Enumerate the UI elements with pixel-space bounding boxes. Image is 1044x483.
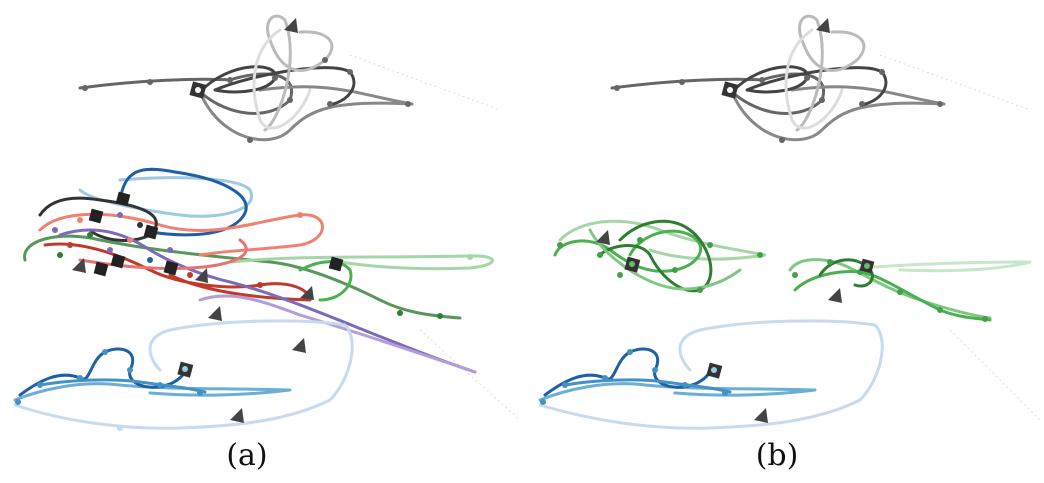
green-trajectory-group-2 [788, 258, 1032, 322]
ground-plane-edge [949, 329, 1041, 421]
trajectory-line [58, 228, 477, 374]
ground-plane-edge [879, 54, 1031, 111]
trajectory-line [784, 28, 844, 130]
end-triangle-marker [230, 408, 244, 423]
mixed-trajectory-cluster [23, 167, 494, 374]
end-triangle-marker [754, 408, 768, 423]
trajectory-line [13, 319, 354, 430]
panel-b-caption: (b) [755, 438, 799, 473]
trajectory-line [563, 378, 732, 394]
ground-plane-edge [349, 54, 501, 111]
trajectory-line [38, 212, 324, 257]
trajectory-line [13, 382, 292, 402]
trajectory-line [730, 85, 946, 142]
blue-trajectory-group-a [13, 319, 354, 431]
trajectory-line [588, 228, 742, 291]
trajectory-line [78, 176, 254, 218]
panel-a [13, 14, 521, 431]
trajectory-line [228, 254, 494, 271]
trajectory-line [298, 260, 353, 302]
gray-trajectory-group-a [78, 14, 414, 143]
trajectory-line [18, 347, 187, 397]
trajectory-line [118, 167, 248, 237]
trajectory-line [730, 65, 888, 107]
trajectory-line [38, 378, 207, 394]
trajectory-line [538, 382, 817, 402]
panel-a-caption: (a) [226, 438, 268, 473]
trajectory-line [788, 258, 992, 320]
trajectory-line [858, 260, 1032, 273]
trajectory-line [198, 85, 414, 142]
trajectory-line [610, 72, 826, 115]
trajectory-line [78, 72, 294, 115]
trajectory-line [793, 270, 992, 322]
green-trajectory-group-1 [553, 219, 767, 293]
end-triangle-marker [816, 18, 830, 33]
trajectory-line [198, 294, 477, 374]
end-triangle-marker [828, 288, 842, 303]
trajectory-line [538, 319, 884, 430]
trajectory-line [198, 65, 356, 107]
end-triangle-marker [72, 258, 314, 353]
end-triangle-marker [284, 18, 298, 33]
panel-b [538, 14, 1041, 430]
trajectory-line [78, 238, 248, 270]
trajectory-line [558, 219, 767, 261]
trajectory-line [38, 196, 158, 242]
blue-trajectory-group-b [538, 319, 884, 430]
gray-trajectory-group-b [610, 14, 946, 143]
trajectory-line [543, 347, 712, 397]
trajectory-line [252, 28, 312, 130]
ground-plane-edge [419, 329, 521, 421]
start-square-marker [88, 191, 344, 277]
end-triangle-marker [596, 230, 610, 245]
